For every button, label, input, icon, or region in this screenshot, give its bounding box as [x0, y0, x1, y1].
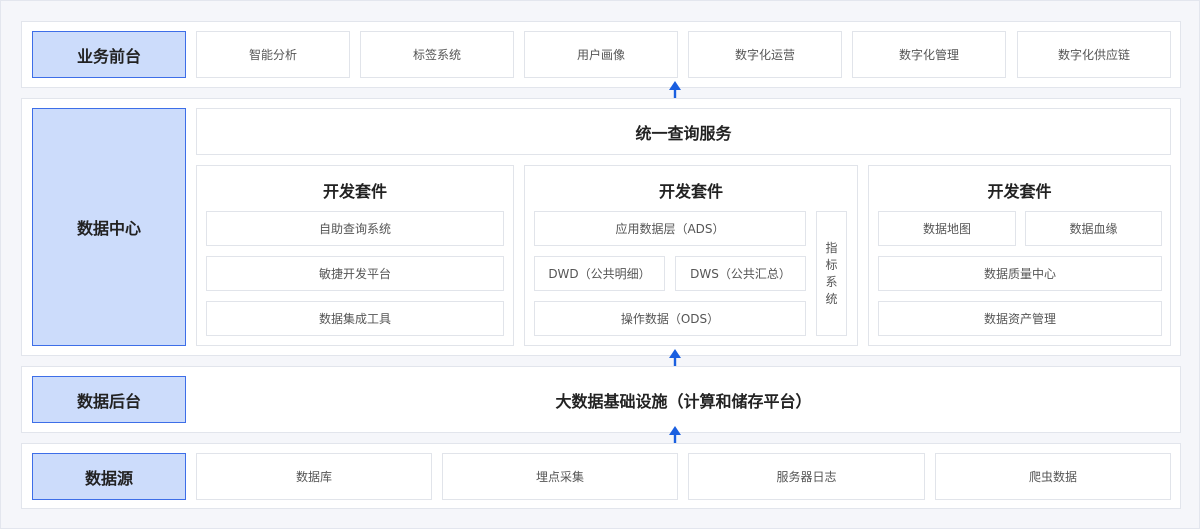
- metric-system-char: 系: [825, 274, 838, 289]
- metric-system-box: 指 标 系 统: [816, 211, 847, 336]
- dws-box: DWS（公共汇总）: [675, 256, 806, 291]
- dev-suite-title: 开发套件: [658, 182, 723, 201]
- backend-layer-label: 数据后台: [32, 376, 186, 423]
- frontend-layer-label: 业务前台: [32, 31, 186, 78]
- source-item: 埋点采集: [442, 453, 678, 500]
- dev-suite-title: 开发套件: [987, 182, 1052, 201]
- frontend-item: 用户画像: [524, 31, 678, 78]
- dev-suite-title: 开发套件: [322, 182, 387, 201]
- data-quality-center-box: 数据质量中心: [878, 256, 1162, 291]
- data-map-box: 数据地图: [878, 211, 1016, 246]
- dev-suite-panel-1: 开发套件 自助查询系统 敏捷开发平台 数据集成工具: [196, 165, 514, 346]
- dev-suite-panel-3: 开发套件 数据地图 数据血缘 数据质量中心 数据资产管理: [868, 165, 1171, 346]
- ads-layer-box: 应用数据层（ADS）: [534, 211, 806, 246]
- metric-system-char: 标: [825, 257, 838, 272]
- data-center-layer: 数据中心 统一查询服务 开发套件 自助查询系统 敏捷开发平台 数据集成工具 开发…: [21, 98, 1181, 356]
- up-arrow-icon: [669, 349, 681, 367]
- query-service-box: 统一查询服务: [196, 108, 1171, 155]
- frontend-item: 标签系统: [360, 31, 514, 78]
- metric-system-char: 指: [825, 240, 838, 255]
- source-item: 服务器日志: [688, 453, 925, 500]
- frontend-item: 智能分析: [196, 31, 350, 78]
- metric-system-char: 统: [825, 291, 838, 306]
- source-item: 数据库: [196, 453, 432, 500]
- backend-layer: 数据后台 大数据基础设施（计算和储存平台）: [21, 366, 1181, 433]
- data-asset-management-box: 数据资产管理: [878, 301, 1162, 336]
- data-center-layer-label: 数据中心: [32, 108, 186, 346]
- up-arrow-icon: [669, 426, 681, 444]
- data-lineage-box: 数据血缘: [1025, 211, 1162, 246]
- up-arrow-icon: [669, 81, 681, 99]
- dwd-box: DWD（公共明细）: [534, 256, 665, 291]
- dev-suite-panel-2: 开发套件 应用数据层（ADS） DWD（公共明细） DWS（公共汇总） 操作数据…: [524, 165, 858, 346]
- source-item: 爬虫数据: [935, 453, 1171, 500]
- infrastructure-box: 大数据基础设施（计算和储存平台）: [196, 376, 1171, 423]
- data-integration-tool-box: 数据集成工具: [206, 301, 504, 336]
- frontend-item: 数字化运营: [688, 31, 842, 78]
- frontend-layer: 业务前台 智能分析 标签系统 用户画像 数字化运营 数字化管理 数字化供应链: [21, 21, 1181, 88]
- self-query-system-box: 自助查询系统: [206, 211, 504, 246]
- frontend-item: 数字化管理: [852, 31, 1006, 78]
- sources-layer-label: 数据源: [32, 453, 186, 500]
- frontend-item: 数字化供应链: [1017, 31, 1171, 78]
- agile-dev-platform-box: 敏捷开发平台: [206, 256, 504, 291]
- sources-layer: 数据源 数据库 埋点采集 服务器日志 爬虫数据: [21, 443, 1181, 509]
- ods-layer-box: 操作数据（ODS）: [534, 301, 806, 336]
